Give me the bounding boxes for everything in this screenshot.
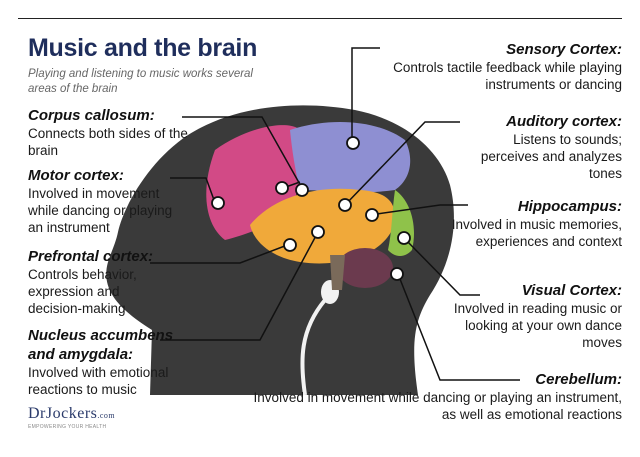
label-auditory-cortex: Auditory cortex: Listens to sounds; perc… [470, 112, 622, 182]
label-visual-cortex-text: Involved in reading music or looking at … [453, 301, 622, 350]
label-prefrontal-cortex: Prefrontal cortex: Controls behavior, ex… [28, 247, 168, 317]
label-auditory-cortex-text: Listens to sounds; perceives and analyze… [480, 132, 622, 181]
marker-corpus-callosum [295, 183, 309, 197]
label-sensory-cortex: Sensory Cortex: Controls tactile feedbac… [385, 40, 622, 93]
marker-prefrontal [211, 196, 225, 210]
marker-sensory [346, 136, 360, 150]
label-hippocampus: Hippocampus: Involved in music memories,… [440, 197, 622, 250]
label-prefrontal-cortex-text: Controls behavior, expression and decisi… [28, 267, 137, 316]
parietal-lobe [290, 121, 411, 193]
label-motor-cortex: Motor cortex: Involved in movement while… [28, 166, 188, 236]
label-motor-cortex-heading: Motor cortex: [28, 167, 124, 184]
label-hippocampus-heading: Hippocampus: [517, 198, 622, 215]
label-visual-cortex: Visual Cortex: Involved in reading music… [440, 281, 622, 351]
label-prefrontal-cortex-heading: Prefrontal cortex: [28, 248, 154, 265]
marker-nucleus-2 [311, 225, 325, 239]
marker-cerebellum [390, 267, 404, 281]
label-auditory-cortex-heading: Auditory cortex: [506, 113, 622, 130]
label-cerebellum-heading: Cerebellum: [535, 371, 622, 388]
page-title: Music and the brain [28, 34, 258, 62]
label-cerebellum-text: Involved in movement while dancing or pl… [253, 390, 622, 422]
brand-logo-suffix: .com [97, 411, 116, 420]
earphone-cable [300, 298, 327, 396]
label-nucleus-accumbens: Nucleus accumbens and amygdala: Involved… [28, 326, 188, 398]
marker-motor-cortex [275, 181, 289, 195]
label-cerebellum: Cerebellum: Involved in movement while d… [240, 370, 622, 423]
marker-nucleus-1 [283, 238, 297, 252]
label-motor-cortex-text: Involved in movement while dancing or pl… [28, 186, 173, 235]
label-corpus-callosum-text: Connects both sides of the brain [28, 126, 188, 158]
brand-tagline: EMPOWERING YOUR HEALTH [28, 424, 107, 430]
brand-logo: DrJockers.com [28, 405, 115, 423]
label-corpus-callosum: Corpus callosum: Connects both sides of … [28, 106, 198, 159]
label-sensory-cortex-heading: Sensory Cortex: [506, 41, 622, 58]
page-subtitle: Playing and listening to music works sev… [28, 68, 253, 95]
label-hippocampus-text: Involved in music memories, experiences … [451, 217, 622, 249]
brainstem [330, 255, 345, 290]
label-nucleus-accumbens-text: Involved with emotional reactions to mus… [28, 365, 169, 397]
marker-visual [397, 231, 411, 245]
top-rule [18, 18, 622, 19]
marker-hippocampus [365, 208, 379, 222]
label-sensory-cortex-text: Controls tactile feedback while playing … [393, 60, 622, 92]
label-corpus-callosum-heading: Corpus callosum: [28, 107, 155, 124]
brand-logo-main: DrJockers [28, 405, 98, 422]
marker-auditory [338, 198, 352, 212]
label-nucleus-accumbens-heading: Nucleus accumbens and amygdala: [28, 327, 174, 363]
label-visual-cortex-heading: Visual Cortex: [521, 282, 622, 299]
cerebellum [337, 248, 393, 288]
